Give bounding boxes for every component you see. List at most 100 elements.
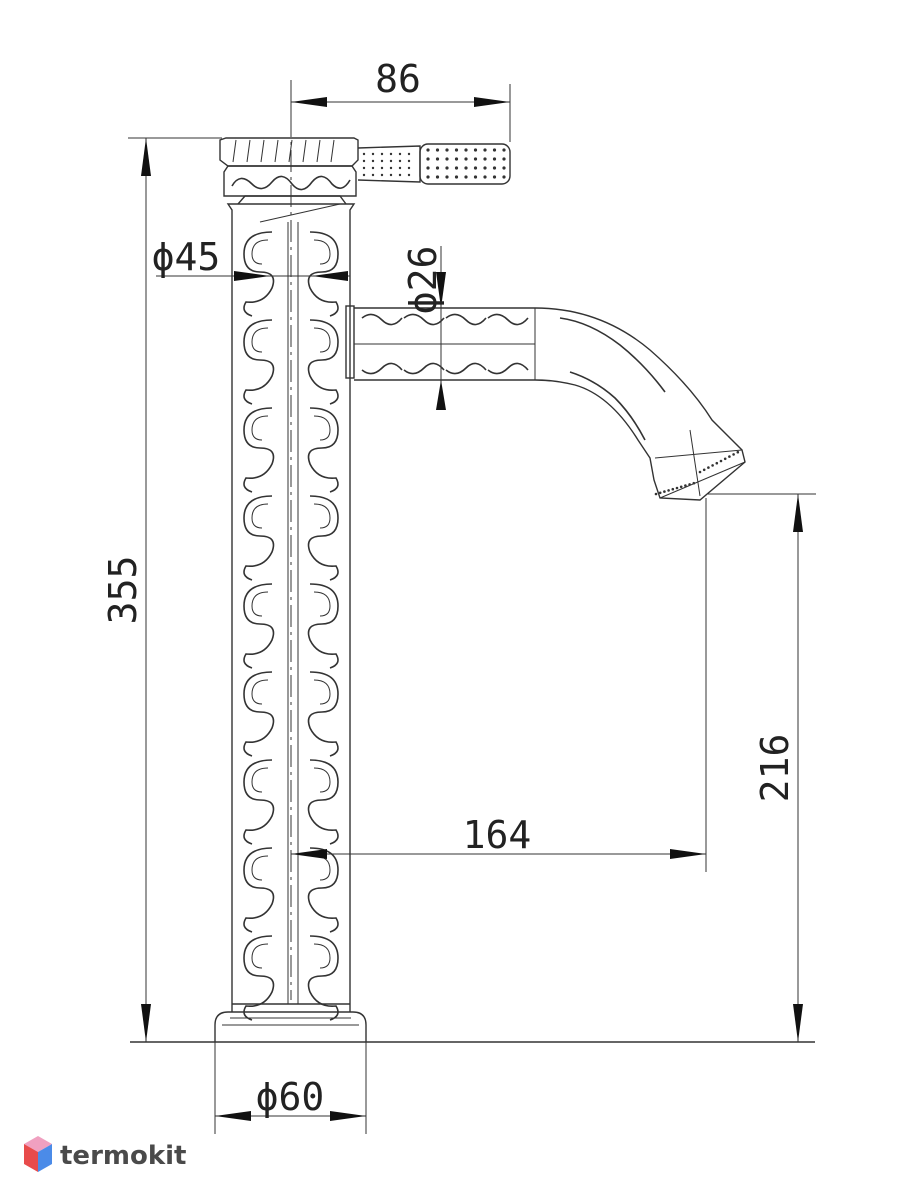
handle-knurl-dot <box>473 157 478 161</box>
handle-knurl-dot <box>502 166 506 170</box>
lever-knurl-dot <box>380 152 384 156</box>
lever-knurl-dot <box>389 152 393 156</box>
lever-knurl-dot <box>380 173 384 177</box>
handle-knurl-dot <box>502 148 506 152</box>
dimension-86-label: 86 <box>375 57 421 101</box>
handle-knurl-dot <box>483 175 487 179</box>
dimension-body-diameter: ϕ45 <box>152 235 350 281</box>
lever-knurl-dot <box>398 159 402 163</box>
scroll-ornament <box>243 407 275 493</box>
scroll-ornament <box>243 759 275 845</box>
handle-knurl-dot <box>426 166 430 170</box>
spout-ornament <box>487 313 529 326</box>
scroll-ornament-inner <box>251 591 269 617</box>
handle-knurl-dot <box>445 175 449 179</box>
scroll-ornament <box>307 671 339 757</box>
lever-knurl-dot <box>380 159 384 163</box>
dimension-164-label: 164 <box>463 813 532 857</box>
lever-knurl-dot <box>398 152 402 156</box>
scroll-ornament-inner <box>313 679 331 705</box>
lever-knurl-dot <box>407 152 411 156</box>
lever-knurl-dot <box>389 159 393 163</box>
handle-knurl-dot <box>464 157 468 161</box>
head-rib <box>274 139 279 163</box>
handle-knurl-dot <box>454 166 459 170</box>
scroll-ornament-inner <box>251 503 269 529</box>
dimension-spout-diameter: ϕ26 <box>401 246 446 410</box>
lever-knurl-dot <box>407 166 411 170</box>
aerator-dot <box>658 491 662 495</box>
handle-knurl-dot <box>483 157 487 161</box>
aerator-dot <box>707 466 710 469</box>
handle-knurl-dot <box>502 175 506 179</box>
dimension-26-label: ϕ26 <box>401 246 445 315</box>
handle-knurl-dot <box>445 166 449 170</box>
lever-knurl-dot <box>371 173 375 177</box>
head-ribs <box>232 139 335 163</box>
aerator-dot <box>667 489 670 492</box>
aerator-dot <box>702 468 706 472</box>
scroll-ornament-inner <box>251 415 269 441</box>
handle-knurl-dot <box>426 148 430 152</box>
dimension-base-diameter: ϕ60 <box>214 1042 367 1134</box>
lever-knurl-dot <box>407 159 411 163</box>
scroll-ornament-inner <box>313 327 331 353</box>
spout-curve-ornament <box>559 317 666 393</box>
scroll-ornament-inner <box>251 767 269 793</box>
scroll-ornament <box>307 495 339 581</box>
spout-curve-ornament <box>569 371 646 441</box>
dimension-spout-reach: 164 <box>291 498 707 872</box>
aerator-dot <box>692 481 696 485</box>
handle-knurl-dot <box>483 166 487 170</box>
scroll-ornament <box>243 319 275 405</box>
handle-knurl-dot <box>464 166 468 170</box>
scroll-ornament-inner <box>251 679 269 705</box>
handle-knurl-dot <box>426 175 430 179</box>
scroll-ornament-inner <box>313 767 331 793</box>
dimension-216-label: 216 <box>753 734 797 803</box>
dimension-total-height: 355 <box>101 137 222 1042</box>
lever-knurl-dot <box>398 166 402 170</box>
handle-knurl-dot <box>445 148 449 152</box>
handle-knurl-dot <box>464 148 468 152</box>
scroll-ornament <box>307 847 339 933</box>
handle-lever <box>357 143 511 185</box>
aerator-dot <box>736 450 740 454</box>
scroll-ornament <box>307 319 339 405</box>
handle-knurl-dot <box>445 157 449 161</box>
head-rib <box>302 139 307 163</box>
scroll-ornament-inner <box>313 239 331 265</box>
aerator-dot <box>715 461 719 465</box>
lever-knurl-dot <box>362 166 366 170</box>
handle-knurl-dot <box>492 157 497 161</box>
spout-ornament <box>445 313 487 326</box>
handle-knurl-dot <box>454 175 459 179</box>
lever-knurl-dot <box>362 159 366 163</box>
aerator-dot <box>654 492 658 496</box>
spout-ornament <box>445 362 487 375</box>
handle-knurl-dot <box>464 175 468 179</box>
scroll-ornament-inner <box>251 855 269 881</box>
aerator-dot <box>679 485 683 489</box>
scroll-ornament <box>307 935 339 1021</box>
handle-knurl-dot <box>483 148 487 152</box>
handle-knurl-dot <box>426 157 430 161</box>
lever-knurl-dot <box>389 173 393 177</box>
handle-knurl-dot <box>473 148 478 152</box>
handle-knurl-dot <box>473 166 478 170</box>
scroll-ornament-inner <box>313 591 331 617</box>
spout-ornament <box>361 362 403 375</box>
lever-knurl-dot <box>398 173 402 177</box>
lever-knurl-dot <box>371 166 375 170</box>
aerator-dot <box>684 484 687 487</box>
termokit-logo-icon <box>24 1136 52 1172</box>
scroll-ornament <box>307 407 339 493</box>
scroll-ornament-inner <box>251 943 269 969</box>
lever-knurl-dot <box>362 152 366 156</box>
faucet-body <box>214 80 511 1042</box>
handle-knurl-dot <box>473 175 478 179</box>
head-rib <box>260 139 265 163</box>
dimension-handle-reach: 86 <box>290 57 511 142</box>
handle-knurl-dot <box>492 148 497 152</box>
scroll-ornament-inner <box>313 855 331 881</box>
